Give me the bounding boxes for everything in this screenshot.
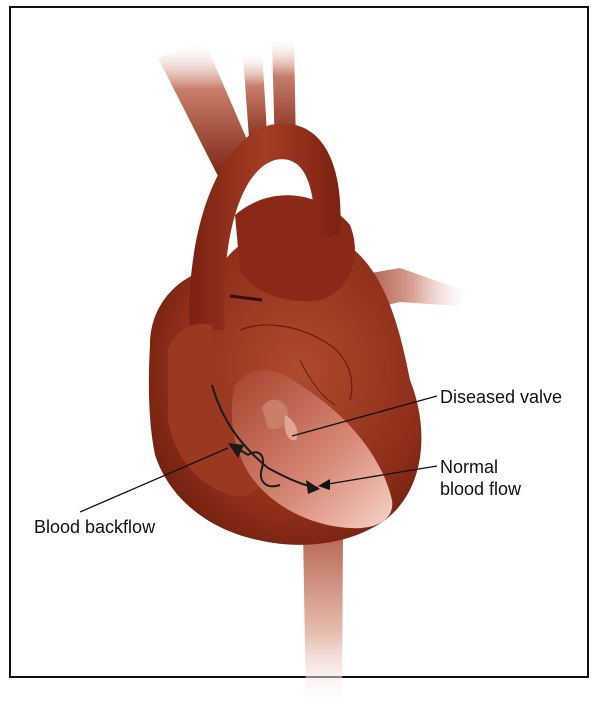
diseased-valve-label: Diseased valve [440, 386, 562, 408]
normal-blood-flow-label: Normal blood flow [440, 456, 521, 500]
blood-backflow-label: Blood backflow [34, 516, 155, 538]
descending-vessel [303, 530, 343, 706]
normal-flow-label-line2: blood flow [440, 478, 521, 500]
normal-flow-label-line1: Normal [440, 456, 521, 478]
